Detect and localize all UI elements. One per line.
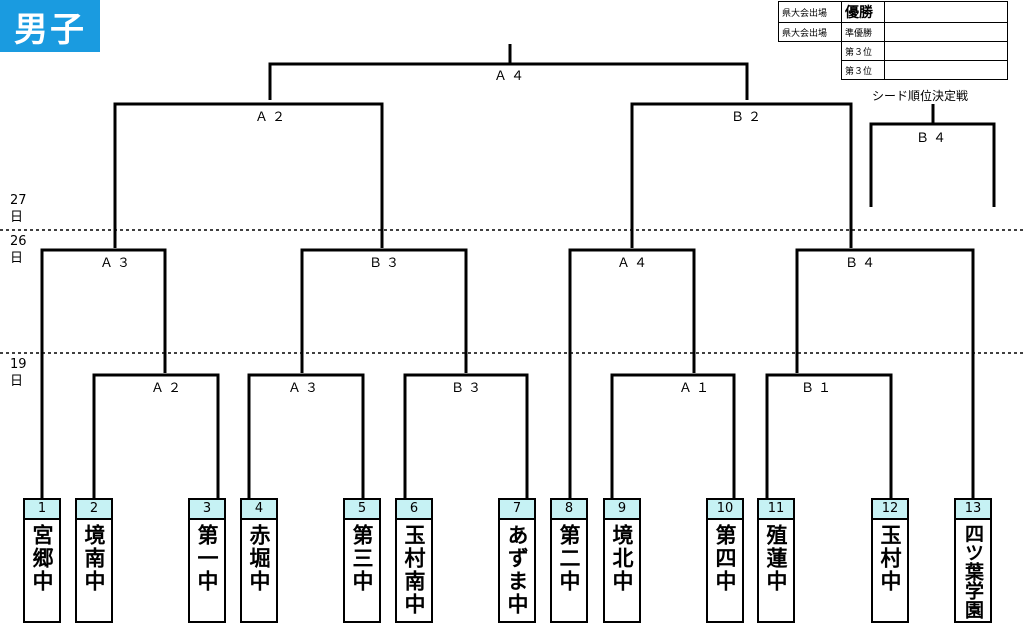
- match-label-seed: Ｂ４: [915, 131, 951, 146]
- r1-1-bracket: [92, 373, 220, 500]
- semi-right-bracket: [630, 102, 853, 248]
- seed-match-bracket: [869, 104, 996, 207]
- team-number: 7: [500, 500, 534, 520]
- results-label-rank: 優勝: [841, 1, 885, 23]
- date-number: 26: [10, 234, 27, 249]
- team-number: 10: [708, 500, 742, 520]
- team-number: 8: [552, 500, 586, 520]
- results-value: [884, 41, 1008, 61]
- match-label-qf1: Ａ３: [99, 256, 135, 271]
- r1-5-bracket: [765, 373, 893, 500]
- results-value: [884, 22, 1008, 42]
- match-label-final: Ａ４: [493, 69, 529, 84]
- team-card: 1 宮郷中: [23, 498, 61, 623]
- qf3-bracket: [568, 248, 696, 500]
- team-number: 11: [759, 500, 793, 520]
- results-value: [884, 60, 1008, 80]
- match-label-semi-left: Ａ２: [254, 110, 290, 125]
- results-value: [884, 1, 1008, 23]
- match-label-qf4: Ｂ４: [844, 256, 880, 271]
- date-unit: 日: [10, 251, 24, 266]
- team-number: 9: [605, 500, 639, 520]
- date-number: 19: [10, 357, 27, 372]
- date-unit: 日: [10, 374, 24, 389]
- r1-2-bracket: [247, 373, 365, 500]
- team-name: 境南中: [82, 524, 106, 593]
- match-label-r1-2: Ａ３: [287, 381, 323, 396]
- team-number: 13: [956, 500, 990, 520]
- team-card: 3 第一中: [188, 498, 226, 623]
- team-name: 第一中: [195, 524, 219, 593]
- team-card: 6 玉村南中: [395, 498, 433, 623]
- results-label-prefecture: 県大会出場: [778, 22, 842, 42]
- date-number: 27: [10, 193, 27, 208]
- team-card: 2 境南中: [75, 498, 113, 623]
- results-label-rank: 第３位: [841, 60, 885, 80]
- results-row-runner-up: 県大会出場 準優勝: [778, 22, 1008, 42]
- team-number: 4: [242, 500, 276, 520]
- match-label-qf3: Ａ４: [616, 256, 652, 271]
- results-table: 県大会出場 優勝 県大会出場 準優勝 第３位 第３位: [778, 1, 1008, 80]
- team-card: 9 境北中: [603, 498, 641, 623]
- team-name: あずま中: [505, 524, 529, 616]
- match-label-semi-right: Ｂ２: [730, 110, 766, 125]
- results-label-prefecture: [778, 60, 842, 80]
- team-name: 玉村中: [878, 524, 902, 593]
- results-label-rank: 準優勝: [841, 22, 885, 42]
- results-label-prefecture: 県大会出場: [778, 1, 842, 23]
- team-name: 第四中: [713, 524, 737, 593]
- team-name: 赤堀中: [247, 524, 271, 593]
- match-label-r1-4: Ａ１: [678, 381, 714, 396]
- results-label-prefecture: [778, 41, 842, 61]
- team-name: 玉村南中: [402, 524, 426, 616]
- team-card: 11 殖蓮中: [757, 498, 795, 623]
- date-unit: 日: [10, 210, 24, 225]
- date-26: 26 日: [10, 233, 27, 267]
- team-number: 6: [397, 500, 431, 520]
- match-label-qf2: Ｂ３: [368, 256, 404, 271]
- date-19: 19 日: [10, 356, 27, 390]
- qf4-bracket: [795, 248, 975, 500]
- match-label-r1-5: Ｂ１: [800, 381, 836, 396]
- team-name: 第三中: [350, 524, 374, 593]
- team-card: 10 第四中: [706, 498, 744, 623]
- team-card: 13 四ツ葉学園: [954, 498, 992, 623]
- date-27: 27 日: [10, 192, 27, 226]
- team-name: 殖蓮中: [764, 524, 788, 593]
- match-label-r1-3: Ｂ３: [450, 381, 486, 396]
- team-card: 5 第三中: [343, 498, 381, 623]
- qf1-bracket: [40, 248, 167, 500]
- team-number: 12: [873, 500, 907, 520]
- final-bracket: [268, 44, 749, 100]
- team-name: 宮郷中: [30, 524, 54, 593]
- qf2-bracket: [300, 248, 468, 373]
- r1-3-bracket: [403, 373, 529, 500]
- results-label-rank: 第３位: [841, 41, 885, 61]
- team-card: 7 あずま中: [498, 498, 536, 623]
- results-row-third: 第３位: [778, 41, 1008, 61]
- team-number: 3: [190, 500, 224, 520]
- semi-left-bracket: [113, 102, 384, 248]
- team-card: 4 赤堀中: [240, 498, 278, 623]
- team-name: 四ツ葉学園: [962, 524, 984, 619]
- team-number: 2: [77, 500, 111, 520]
- r1-4-bracket: [610, 373, 736, 500]
- match-label-r1-1: Ａ２: [150, 381, 186, 396]
- results-row-winner: 県大会出場 優勝: [778, 1, 1008, 23]
- results-row-third: 第３位: [778, 60, 1008, 80]
- seed-match-title: シード順位決定戦: [872, 89, 969, 103]
- team-card: 8 第二中: [550, 498, 588, 623]
- team-number: 5: [345, 500, 379, 520]
- team-name: 第二中: [557, 524, 581, 593]
- team-name: 境北中: [610, 524, 634, 593]
- team-card: 12 玉村中: [871, 498, 909, 623]
- team-number: 1: [25, 500, 59, 520]
- page-title: 男子: [0, 0, 100, 52]
